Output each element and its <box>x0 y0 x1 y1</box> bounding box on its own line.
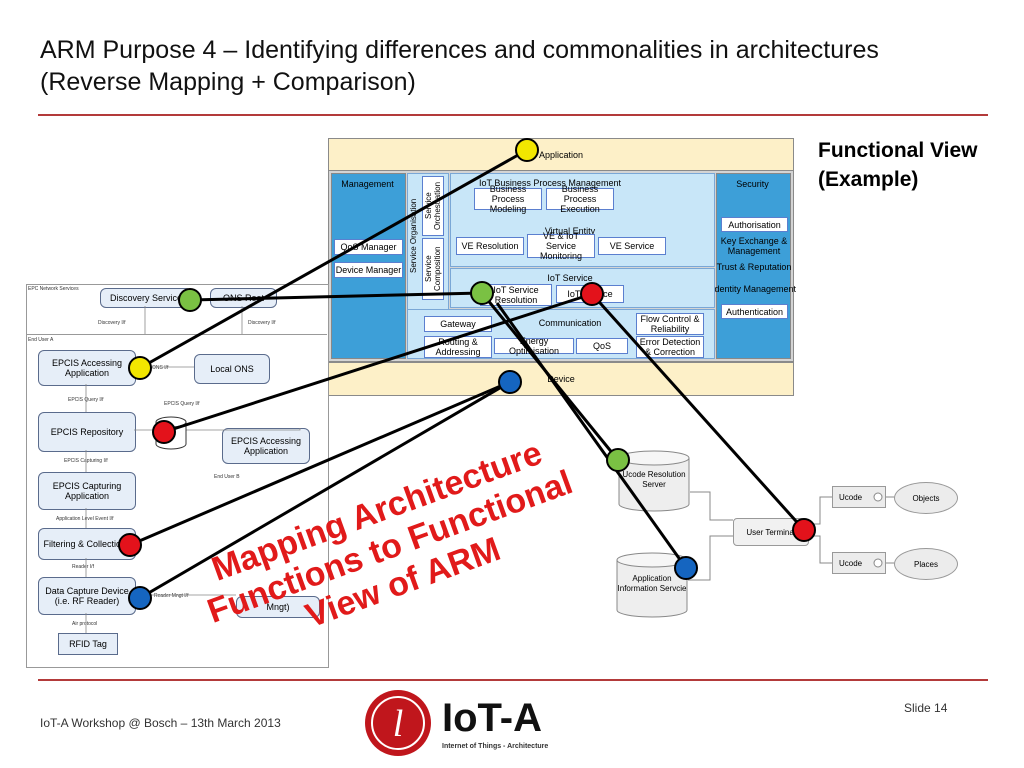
svg-text:l: l <box>393 703 404 745</box>
ucode-tag-2: Ucode <box>832 552 886 574</box>
marker-green-discovery <box>178 288 202 312</box>
slide-title: ARM Purpose 4 – Identifying differences … <box>40 34 1000 98</box>
ucode-port-1 <box>873 492 883 502</box>
connector-terminal-objects <box>807 496 832 525</box>
reader-if-label: Reader I/f <box>72 564 94 570</box>
end-user-b-label: End User B <box>214 474 240 480</box>
logo-text: IoT-A <box>442 696 542 740</box>
marker-yellow-epcis-app <box>128 356 152 380</box>
marker-blue-device <box>498 370 522 394</box>
rfid-tag-box: RFID Tag <box>58 633 118 655</box>
local-ons-box: Local ONS <box>194 354 270 384</box>
slide-number: Slide 14 <box>904 701 948 715</box>
epcis-query-if-2-label: EPCIS Query I/f <box>164 401 200 407</box>
marker-green-ucode-server <box>606 448 630 472</box>
flow-control-box: Flow Control & Reliability <box>636 313 704 335</box>
title-rule <box>38 114 988 116</box>
reader-mngt-if-label: Reader Mngt I/f <box>154 593 189 599</box>
connector-terminal-places <box>807 535 832 564</box>
ve-service-box: VE Service <box>598 237 666 255</box>
identity-management-label: Identity Management <box>711 284 797 294</box>
discovery-if-2-label: Discovery I/f <box>248 320 276 326</box>
functional-view-label: Functional View (Example) <box>818 136 977 194</box>
line-terminal <box>590 292 806 532</box>
functional-view-line-1: Functional View <box>818 139 978 162</box>
logo-circle-icon: l <box>365 690 431 756</box>
epcis-accessing-app-b-box: EPCIS Accessing Application <box>222 428 310 464</box>
marker-red-iot-service <box>580 282 604 306</box>
footer-text: IoT-A Workshop @ Bosch – 13th March 2013 <box>40 716 281 730</box>
functional-view-line-2: (Example) <box>818 168 919 191</box>
end-user-a-label: End User A <box>28 337 54 343</box>
marker-red-filtering <box>118 533 142 557</box>
epc-network-services-label: EPC Network Services <box>28 286 79 292</box>
management-label: Management <box>341 179 394 189</box>
logo-tagline: Internet of Things - Architecture <box>442 743 549 750</box>
data-capture-device-box: Data Capture Device (i.e. RF Reader) <box>38 577 136 615</box>
line-filtering <box>129 380 511 547</box>
cylinder-shape <box>616 552 688 618</box>
line-application <box>139 148 528 370</box>
reader-mngt-box: Mngt) <box>236 596 320 618</box>
device-manager-box: Device Manager <box>334 262 403 278</box>
authorisation-box: Authorisation <box>721 217 788 232</box>
air-protocol-label: Air protocol <box>72 621 98 627</box>
iot-service-resolution-box: IoT Service Resolution <box>480 284 552 306</box>
end-user-a-divider <box>26 334 327 335</box>
communication-label: Communication <box>538 318 602 328</box>
ucode-tag-1: Ucode <box>832 486 886 508</box>
footer-rule <box>38 679 988 681</box>
mapping-markers <box>118 138 816 610</box>
security-column <box>716 173 791 359</box>
iot-bpm-label: IoT Business Process Management <box>479 178 621 188</box>
epcis-repository-box: EPCIS Repository <box>38 412 136 452</box>
objects-ellipse: Objects <box>894 482 958 514</box>
marker-red-repository <box>152 420 176 444</box>
ons-if-label: ONS I/f <box>152 365 169 371</box>
gateway-box: Gateway <box>424 316 492 332</box>
bp-modeling-box: Business Process Modeling <box>474 184 542 214</box>
places-ellipse: Places <box>894 548 958 580</box>
marker-yellow-application <box>515 138 539 162</box>
ve-iot-monitoring-box: VE & IoT Service Monitoring <box>527 231 595 261</box>
ucode-port-2 <box>873 558 883 568</box>
qos-box: QoS <box>576 338 628 354</box>
trust-reputation-label: Trust & Reputation <box>716 262 792 272</box>
ve-resolution-box: VE Resolution <box>456 237 524 255</box>
line-discovery <box>189 291 483 302</box>
marker-blue-data-capture <box>128 586 152 610</box>
bp-execution-box: Business Process Execution <box>546 184 614 214</box>
line-info-service <box>495 302 688 569</box>
marker-green-iot-resolution <box>470 281 494 305</box>
key-exchange-label: Key Exchange & Management <box>720 236 788 256</box>
authentication-box: Authentication <box>721 304 788 319</box>
line-repository <box>163 292 593 434</box>
discovery-if-1-label: Discovery I/f <box>98 320 126 326</box>
security-label: Security <box>736 179 769 189</box>
line-data-capture <box>139 380 511 600</box>
epcis-capturing-app-box: EPCIS Capturing Application <box>38 472 136 510</box>
ucode-connectors <box>688 491 894 581</box>
marker-red-user-terminal <box>792 518 816 542</box>
app-info-service-label: Application Information Servcie <box>617 574 687 593</box>
connector-info-terminal <box>688 535 733 581</box>
title-line-2: (Reverse Mapping + Comparison) <box>40 68 416 96</box>
connector-server-terminal <box>690 491 733 521</box>
iot-a-logo-mark: l <box>363 688 433 758</box>
mapping-lines <box>129 148 806 600</box>
error-detection-box: Error Detection & Correction <box>636 336 704 358</box>
title-line-1: ARM Purpose 4 – Identifying differences … <box>40 36 879 64</box>
virtual-entity-label: Virtual Entity <box>544 226 596 236</box>
iot-service-label: IoT Service <box>547 273 593 283</box>
epc-link-b <box>134 428 301 431</box>
ucode-resolution-server-label: Ucode Resolution Server <box>622 470 686 489</box>
application-information-service: Application Information Servcie <box>616 552 688 618</box>
ale-if-label: Application Level Event I/f <box>56 516 114 522</box>
marker-blue-info-service <box>674 556 698 580</box>
epcis-accessing-app-box: EPCIS Accessing Application <box>38 350 136 386</box>
